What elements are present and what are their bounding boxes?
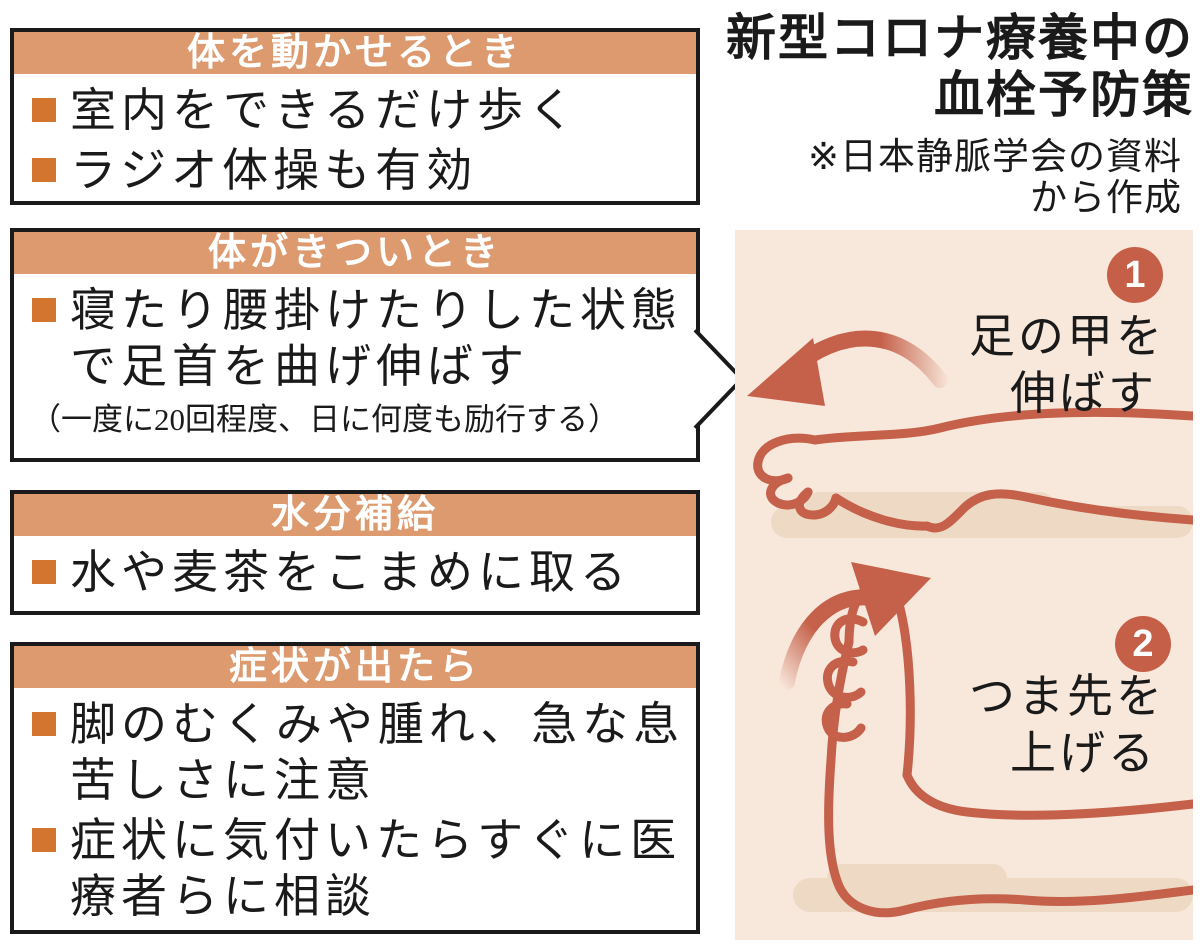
bullet-square-icon (32, 98, 56, 122)
box-body: 寝たり腰掛けたりした状態 で足首を曲げ伸ばす （一度に20回程度、日に何度も励行… (14, 274, 696, 442)
bullet-square-icon (32, 158, 56, 182)
box-when-able-to-move: 体を動かせるとき 室内をできるだけ歩く ラジオ体操も有効 (10, 28, 700, 205)
foot-outline-1 (753, 407, 1193, 533)
step-2-badge: 2 (1115, 616, 1171, 672)
box-body: 室内をできるだけ歩く ラジオ体操も有効 (14, 74, 696, 198)
item-line: 脚のむくみや腫れ、急な息 (70, 698, 685, 750)
item-line: 寝たり腰掛けたりした状態 (70, 284, 682, 336)
source-note: ※日本静脈学会の資料 から作成 (700, 136, 1182, 218)
bullet-square-icon (32, 712, 56, 736)
source-line-1: ※日本静脈学会の資料 (807, 136, 1182, 177)
bullet-square-icon (32, 560, 56, 584)
box-header: 体がきついとき (14, 232, 696, 274)
box-if-symptoms-appear: 症状が出たら 脚のむくみや腫れ、急な息 苦しさに注意 症状に気付いたらすぐに医 … (10, 642, 700, 934)
step-label-line: 上げる (1010, 727, 1157, 779)
bullet-square-icon (32, 298, 56, 322)
list-item: 症状に気付いたらすぐに医 療者らに相談 (28, 812, 686, 924)
item-line: 療者らに相談 (70, 870, 376, 922)
box-hydration: 水分補給 水や麦茶をこまめに取る (10, 490, 700, 615)
item-line: ラジオ体操も有効 (70, 144, 478, 196)
step-1-badge: 1 (1107, 247, 1163, 303)
box-when-body-is-weak: 体がきついとき 寝たり腰掛けたりした状態 で足首を曲げ伸ばす （一度に20回程度… (10, 228, 700, 462)
list-item: 水や麦茶をこまめに取る (28, 544, 686, 600)
list-item: ラジオ体操も有効 (28, 142, 686, 198)
list-item: 脚のむくみや腫れ、急な息 苦しさに注意 (28, 696, 686, 808)
step-label-line: 足の甲を (969, 310, 1165, 362)
item-line: 水や麦茶をこまめに取る (70, 546, 631, 598)
page-title: 新型コロナ療養中の 血栓予防策 (700, 10, 1194, 124)
step-2-label: つま先を 上げる (969, 668, 1165, 782)
item-line: 苦しさに注意 (70, 754, 376, 806)
foot-outline-2 (821, 581, 1193, 918)
list-item: 寝たり腰掛けたりした状態 で足首を曲げ伸ばす (28, 282, 686, 394)
step-number: 2 (1132, 622, 1154, 665)
repetition-note: （一度に20回程度、日に何度も励行する） (30, 402, 619, 437)
item-line: 室内をできるだけ歩く (70, 84, 580, 136)
source-line-2: から作成 (1030, 177, 1182, 218)
step-label-line: 伸ばす (1010, 367, 1157, 419)
step-label-line: つま先を (969, 670, 1165, 722)
exercise-illustration-panel: 1 足の甲を 伸ばす 2 つま先を 上げる (735, 230, 1193, 940)
foot-exercise-illustration (747, 330, 1193, 918)
item-line: 症状に気付いたらすぐに医 (70, 814, 682, 866)
list-item: 室内をできるだけ歩く (28, 82, 686, 138)
box-body: 水や麦茶をこまめに取る (14, 536, 696, 600)
step-1-label: 足の甲を 伸ばす (969, 308, 1165, 422)
item-line: で足首を曲げ伸ばす (70, 340, 529, 392)
bullet-square-icon (32, 828, 56, 852)
arrow-left-icon (747, 330, 948, 406)
box-header: 体を動かせるとき (14, 32, 696, 74)
title-line-1: 新型コロナ療養中の (726, 10, 1194, 66)
box-header: 症状が出たら (14, 646, 696, 688)
box-header: 水分補給 (14, 494, 696, 536)
step-number: 1 (1124, 253, 1146, 296)
box-body: 脚のむくみや腫れ、急な息 苦しさに注意 症状に気付いたらすぐに医 療者らに相談 (14, 688, 696, 924)
title-line-2: 血栓予防策 (934, 67, 1194, 123)
